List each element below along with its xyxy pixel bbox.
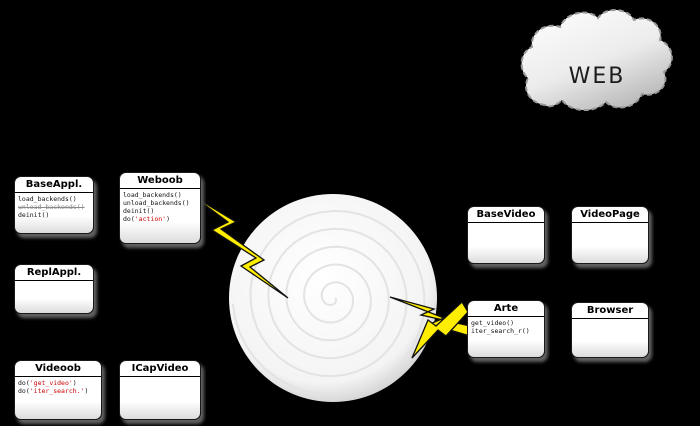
class-box-arte: Arte get_video()iter_search_r(): [467, 300, 545, 358]
class-box-basevideo: BaseVideo: [467, 206, 545, 264]
method-line: unload_backends(): [18, 203, 85, 211]
method-line: do('action'): [123, 215, 170, 223]
method-line: load_backends(): [18, 195, 77, 203]
class-box-replappl: ReplAppl.: [14, 264, 94, 314]
method-line: iter_search_r(): [471, 327, 530, 335]
class-title-basevideo: BaseVideo: [468, 207, 544, 223]
method-line: deinit(): [18, 211, 50, 219]
method-line: unload_backends(): [123, 199, 190, 207]
class-title-replappl: ReplAppl.: [15, 265, 93, 281]
method-line: get_video(): [471, 319, 515, 327]
class-methods-browser: [572, 319, 648, 323]
class-box-weboob: Weboob load_backends()unload_backends()d…: [119, 172, 201, 244]
class-box-browser: Browser: [571, 302, 649, 358]
class-methods-videopage: [572, 223, 648, 227]
method-line: deinit(): [123, 207, 155, 215]
class-title-browser: Browser: [572, 303, 648, 319]
method-line: do('get_video'): [18, 379, 77, 387]
spiral-shape: [229, 194, 437, 402]
class-methods-basevideo: [468, 223, 544, 227]
class-title-weboob: Weboob: [120, 173, 200, 189]
class-methods-videoob: do('get_video')do('iter_search.'): [15, 377, 101, 397]
class-methods-replappl: [15, 281, 93, 285]
lightning-bolt-left: [192, 195, 289, 299]
lightning-bolt-right-b: [411, 300, 469, 359]
class-box-videoob: Videoob do('get_video')do('iter_search.'…: [14, 360, 102, 420]
class-box-baseappl: BaseAppl. load_backends()unload_backends…: [14, 176, 94, 234]
web-label: WEB: [569, 64, 626, 89]
method-line: do('iter_search.'): [18, 387, 89, 395]
class-box-videopage: VideoPage: [571, 206, 649, 264]
class-title-arte: Arte: [468, 301, 544, 317]
web-cloud: [520, 9, 673, 111]
class-methods-weboob: load_backends()unload_backends()deinit()…: [120, 189, 200, 225]
class-title-videopage: VideoPage: [572, 207, 648, 223]
class-methods-baseappl: load_backends()unload_backends()deinit(): [15, 193, 93, 221]
method-line: load_backends(): [123, 191, 182, 199]
class-box-icapvideo: ICapVideo: [119, 360, 201, 420]
class-methods-arte: get_video()iter_search_r(): [468, 317, 544, 337]
class-title-videoob: Videoob: [15, 361, 101, 377]
class-title-baseappl: BaseAppl.: [15, 177, 93, 193]
class-title-icapvideo: ICapVideo: [120, 361, 200, 377]
class-methods-icapvideo: [120, 377, 200, 381]
